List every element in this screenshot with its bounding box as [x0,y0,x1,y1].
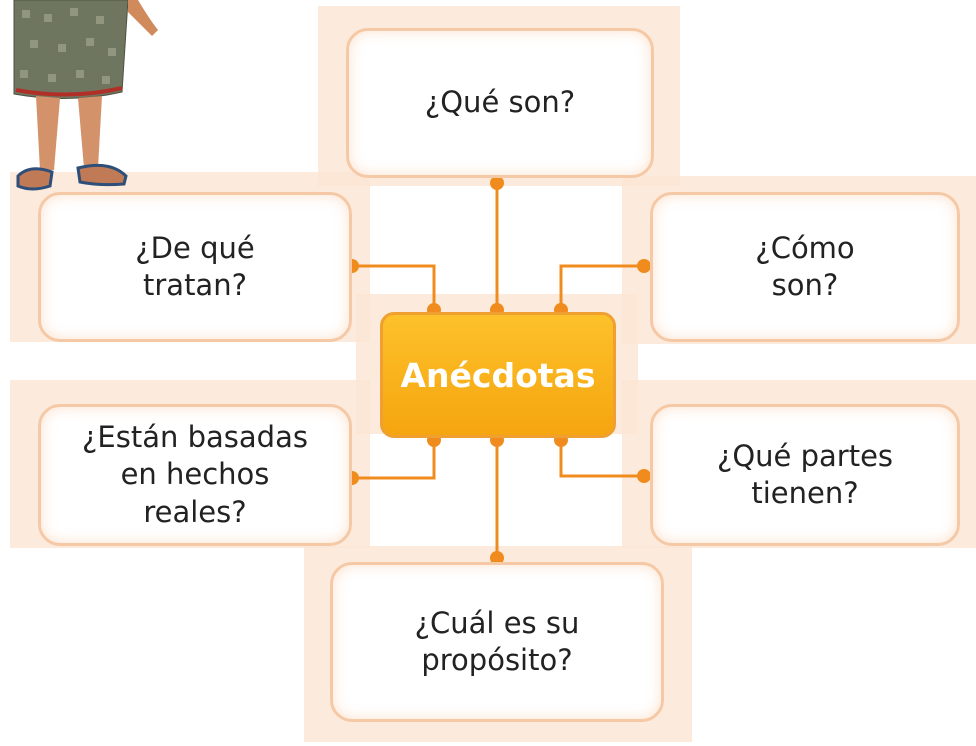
question-purpose: ¿Cuál es su propósito? [414,605,580,677]
question-box-lower-right: ¿Qué partes tienen? [650,404,960,546]
question-box-upper-left: ¿De qué tratan? [38,192,352,342]
question-what-are: ¿Qué son? [424,85,576,120]
question-what-parts: ¿Qué partes tienen? [716,438,894,510]
question-based-on-facts: ¿Están basadas en hechos reales? [82,420,308,529]
question-box-upper-right: ¿Cómo son? [650,192,960,342]
question-box-top: ¿Qué son? [346,28,654,178]
question-how-are: ¿Cómo son? [755,230,855,302]
question-what-about: ¿De qué tratan? [135,230,255,302]
question-box-bottom: ¿Cuál es su propósito? [330,562,664,722]
center-node: Anécdotas [380,312,616,438]
center-label: Anécdotas [400,355,596,395]
question-box-lower-left: ¿Están basadas en hechos reales? [38,404,352,546]
girl-illustration-icon [13,0,158,191]
